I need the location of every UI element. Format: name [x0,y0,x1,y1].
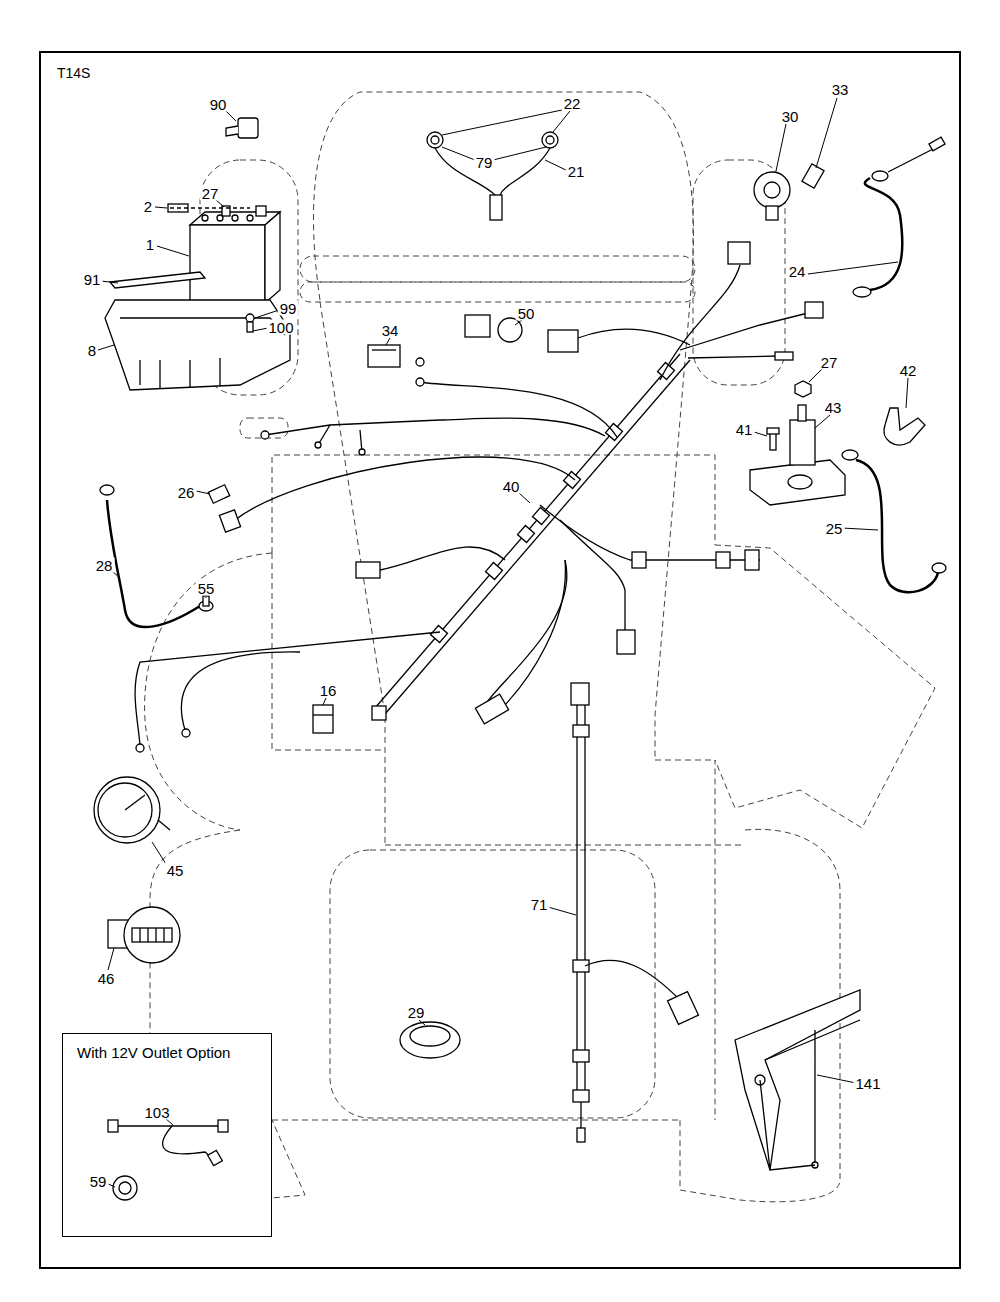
inset-heading: With 12V Outlet Option [63,1034,244,1072]
callout-number: 22 [562,96,583,111]
callout-number: 45 [165,863,186,878]
callout-number: 50 [516,306,537,321]
frame-border [40,52,960,1268]
callout-number: 55 [196,581,217,596]
callout-number: 2 [142,199,154,214]
callout-number: 59 [88,1174,109,1189]
callout-number: 25 [824,521,845,536]
callout-number: 26 [176,485,197,500]
callout-number: 43 [823,400,844,415]
option-inset-box: With 12V Outlet Option [62,1033,272,1237]
callout-number: 29 [406,1005,427,1020]
callout-number: 90 [208,97,229,112]
callout-number: 27 [200,186,221,201]
parts [62,118,946,1237]
callout-number: 34 [380,323,401,338]
leader-lines [98,98,908,1187]
callout-number: 24 [787,264,808,279]
callout-number: 1 [144,237,156,252]
callout-number: 27 [819,355,840,370]
callout-number: 46 [96,971,117,986]
callout-number: 28 [94,558,115,573]
callout-number: 40 [501,479,522,494]
callout-number: 141 [853,1076,882,1091]
callout-number: 42 [898,363,919,378]
callout-number: 21 [566,164,587,179]
diagram-title: T14S [57,66,90,80]
callout-number: 103 [142,1105,171,1120]
callout-number: 91 [82,272,103,287]
callout-number: 71 [529,897,550,912]
callout-number: 30 [780,109,801,124]
callout-number: 33 [830,82,851,97]
callout-number: 8 [86,343,98,358]
callout-number: 41 [734,422,755,437]
callout-number: 16 [318,683,339,698]
callout-number: 99 [278,301,299,316]
callout-number: 79 [474,155,495,170]
callout-number: 100 [266,320,295,335]
